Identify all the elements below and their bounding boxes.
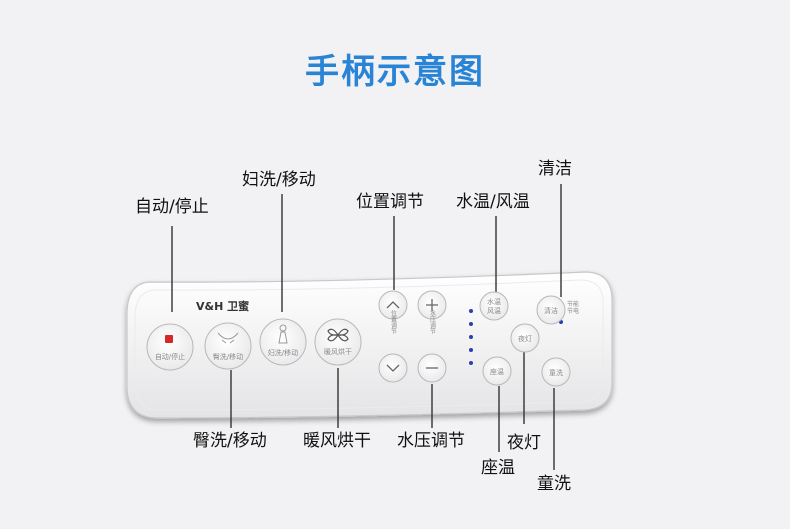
callout-seat-temp: 座温 [481, 458, 515, 478]
front-wash-label: 妇洗/移动 [268, 348, 298, 357]
indicator-dot [469, 322, 473, 326]
pressure-minus-button[interactable] [417, 353, 447, 383]
night-light-button[interactable]: 夜灯 [510, 323, 540, 353]
callout-child-wash: 童洗 [537, 474, 571, 494]
night-light-label: 夜灯 [518, 334, 532, 343]
chevron-up-icon [386, 301, 400, 309]
fan-icon [327, 328, 349, 342]
rear-wash-label: 臀洗/移动 [213, 352, 243, 361]
chevron-down-icon [386, 364, 400, 372]
rear-wash-icon [217, 332, 239, 344]
callout-pressure: 水压调节 [397, 431, 465, 451]
child-wash-button[interactable]: 童洗 [541, 357, 571, 387]
position-label: 位置调节 [390, 309, 397, 335]
water-air-temp-button[interactable]: 水温 风温 [479, 291, 509, 321]
brand-logo: V&H 卫蜜 [196, 299, 249, 313]
pressure-plus-button[interactable] [417, 290, 447, 320]
auto-stop-label: 自动/停止 [155, 352, 185, 361]
air-temp-label: 风温 [487, 306, 501, 315]
callout-dryer: 暖风烘干 [303, 431, 371, 451]
dryer-button[interactable]: 暖风烘干 [314, 318, 362, 366]
indicator-dot [469, 361, 473, 365]
stop-square-icon [165, 335, 173, 343]
position-down-button[interactable] [378, 353, 408, 383]
callout-rear-wash: 臀洗/移动 [193, 431, 267, 451]
dryer-label: 暖风烘干 [324, 347, 352, 356]
front-wash-button[interactable]: 妇洗/移动 [259, 318, 307, 366]
indicator-dot [469, 309, 473, 313]
callout-position: 位置调节 [356, 192, 424, 212]
callout-night-light: 夜灯 [507, 433, 541, 453]
plus-icon [426, 299, 438, 311]
auto-stop-button[interactable]: 自动/停止 [146, 323, 194, 371]
clean-label: 清洁 [544, 306, 558, 315]
remote-body [126, 271, 613, 419]
pressure-label: 水压调节 [429, 309, 436, 335]
rear-wash-button[interactable]: 臀洗/移动 [204, 322, 252, 370]
child-wash-label: 童洗 [549, 368, 563, 377]
indicator-dot [469, 335, 473, 339]
eco-label-line1: 节能 [567, 300, 579, 308]
page-title: 手柄示意图 [305, 52, 485, 92]
clean-button[interactable]: 清洁 [536, 295, 566, 325]
indicator-dots [469, 309, 563, 365]
callout-water-air-temp: 水温/风温 [456, 192, 530, 212]
callout-clean: 清洁 [538, 159, 572, 179]
leader-lines [171, 184, 562, 470]
position-up-button[interactable] [378, 290, 408, 320]
seat-temp-button[interactable]: 座温 [482, 356, 512, 386]
water-temp-label: 水温 [487, 297, 501, 306]
indicator-dot [469, 348, 473, 352]
remote-inner-panel [134, 279, 604, 411]
front-wash-icon [278, 324, 288, 344]
eco-label-line2: 节电 [567, 307, 579, 315]
callout-front-wash: 妇洗/移动 [242, 170, 316, 190]
seat-temp-label: 座温 [490, 367, 504, 376]
callout-auto-stop: 自动/停止 [135, 197, 209, 217]
